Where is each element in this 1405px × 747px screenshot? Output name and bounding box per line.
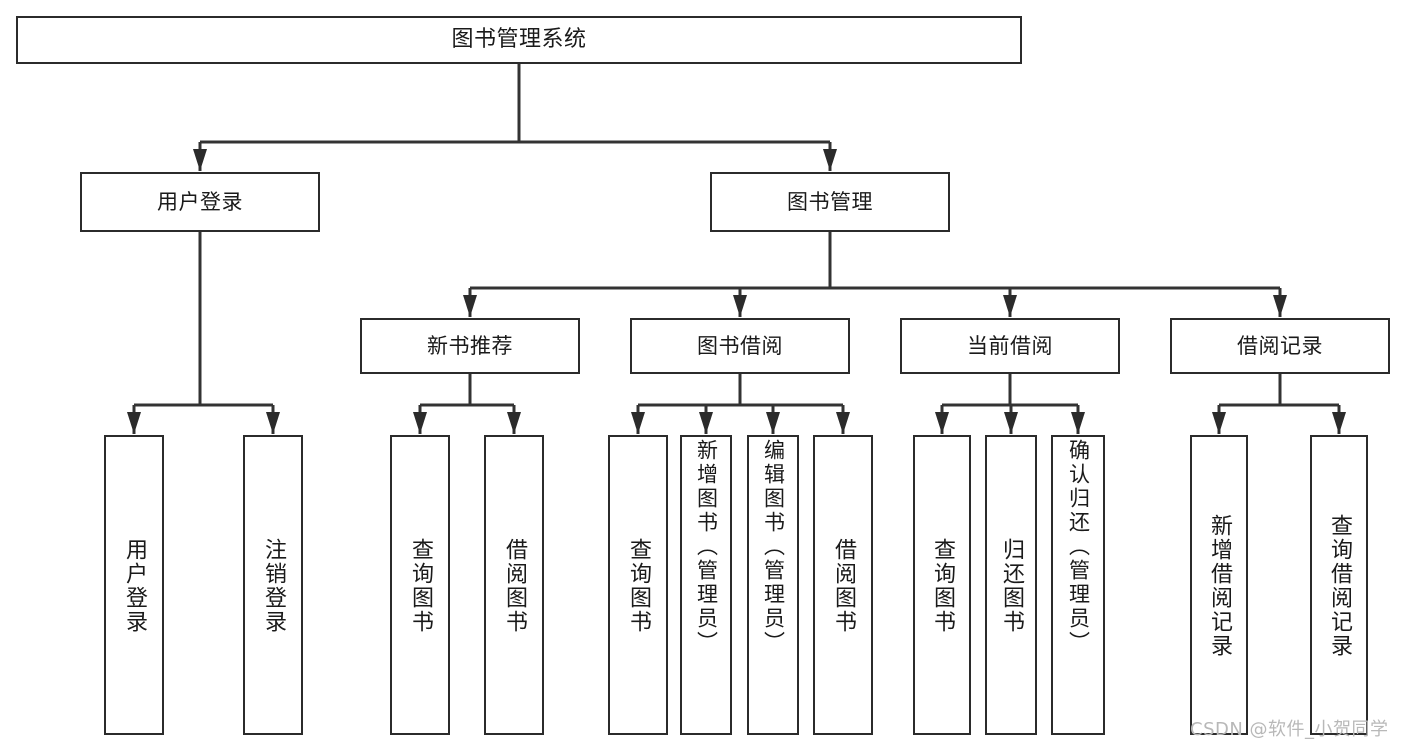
node-leaf-user-login[interactable]: 用户登录 [104, 435, 164, 735]
node-label: 图书管理 [787, 189, 873, 214]
node-label: 新增借阅记录 [1207, 514, 1232, 658]
node-current-borrow[interactable]: 当前借阅 [900, 318, 1120, 374]
node-label: 用户登录 [122, 538, 147, 634]
node-leaf-user-logout[interactable]: 注销登录 [243, 435, 303, 735]
node-user-login[interactable]: 用户登录 [80, 172, 320, 232]
node-leaf-borrow-book-2[interactable]: 借阅图书 [813, 435, 873, 735]
node-leaf-borrow-book-1[interactable]: 借阅图书 [484, 435, 544, 735]
node-leaf-add-book[interactable]: 新增图书（管理员） [680, 435, 732, 735]
node-label: 查询图书 [626, 538, 651, 634]
node-label: 查询图书 [930, 538, 955, 634]
node-label: 当前借阅 [967, 333, 1053, 358]
node-leaf-edit-book[interactable]: 编辑图书（管理员） [747, 435, 799, 735]
node-leaf-query-book-2[interactable]: 查询图书 [608, 435, 668, 735]
node-label: 新书推荐 [427, 333, 513, 358]
node-leaf-return-book[interactable]: 归还图书 [985, 435, 1037, 735]
node-root[interactable]: 图书管理系统 [16, 16, 1022, 64]
node-label: 注销登录 [261, 538, 286, 634]
node-leaf-query-book-3[interactable]: 查询图书 [913, 435, 971, 735]
node-book-manage[interactable]: 图书管理 [710, 172, 950, 232]
node-borrow-record[interactable]: 借阅记录 [1170, 318, 1390, 374]
node-label: 编辑图书（管理员） [761, 439, 786, 655]
node-label: 新增图书（管理员） [694, 439, 719, 655]
node-label: 借阅图书 [831, 538, 856, 634]
node-label: 图书管理系统 [451, 27, 587, 53]
node-label: 查询图书 [408, 538, 433, 634]
node-leaf-confirm-return[interactable]: 确认归还（管理员） [1051, 435, 1105, 735]
node-label: 确认归还（管理员） [1066, 439, 1091, 655]
node-label: 归还图书 [999, 538, 1024, 634]
node-label: 用户登录 [157, 189, 243, 214]
node-leaf-add-record[interactable]: 新增借阅记录 [1190, 435, 1248, 735]
node-label: 查询借阅记录 [1327, 514, 1352, 658]
node-new-book-rec[interactable]: 新书推荐 [360, 318, 580, 374]
node-label: 借阅图书 [502, 538, 527, 634]
node-book-borrow[interactable]: 图书借阅 [630, 318, 850, 374]
node-leaf-query-book-1[interactable]: 查询图书 [390, 435, 450, 735]
node-leaf-query-record[interactable]: 查询借阅记录 [1310, 435, 1368, 735]
node-label: 借阅记录 [1237, 333, 1323, 358]
node-label: 图书借阅 [697, 333, 783, 358]
